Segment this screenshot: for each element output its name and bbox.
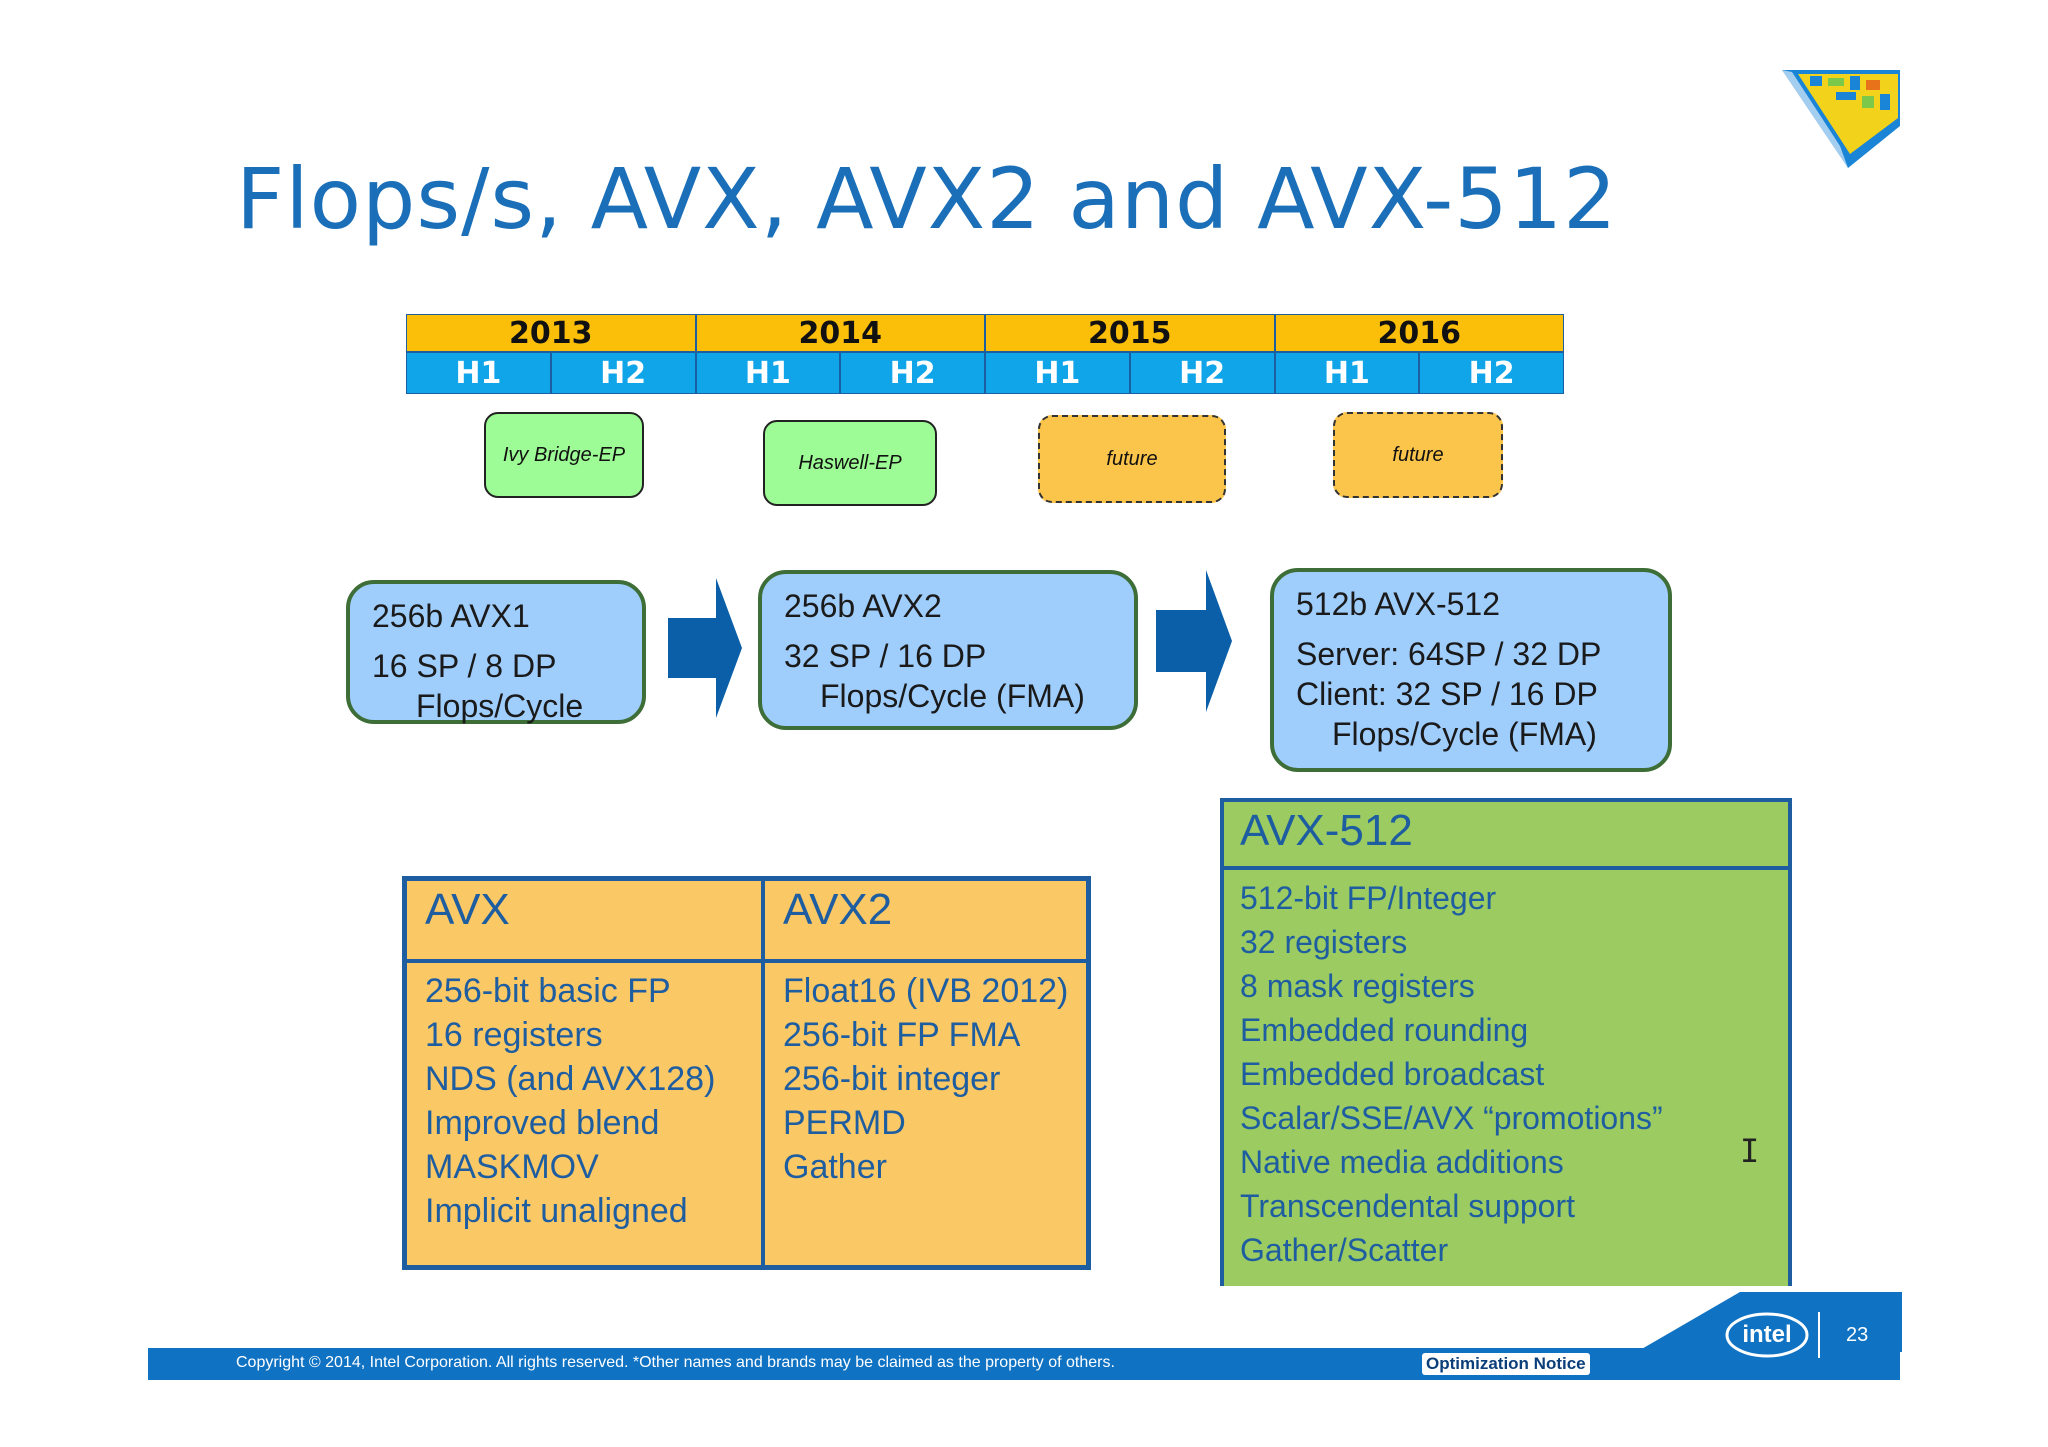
avx2-feature-item: Gather	[783, 1148, 887, 1186]
timeline-half: H2	[550, 352, 696, 394]
text-cursor-icon: I	[1740, 1132, 1760, 1170]
avx512-feature-item: Transcendental support	[1240, 1188, 1576, 1224]
timeline-year: 2016	[1274, 314, 1564, 352]
footer-separator	[1818, 1312, 1820, 1358]
flop-box-avx1: 256b AVX1 16 SP / 8 DP Flops/Cycle	[346, 580, 646, 724]
timeline-half: H1	[406, 352, 551, 394]
page-number: 23	[1846, 1324, 1869, 1346]
footer-bar	[148, 1348, 1900, 1380]
avx512-table-header: AVX-512	[1224, 802, 1788, 870]
timeline-half: H2	[840, 352, 985, 394]
timeline-half: H2	[1419, 352, 1564, 394]
timeline-half: H1	[1274, 352, 1420, 394]
avx2-feature-item: PERMD	[783, 1104, 906, 1142]
flop-box-line: Server: 64SP / 32 DP	[1296, 636, 1602, 672]
processor-future-2016: future	[1333, 412, 1503, 498]
timeline-year: 2013	[406, 314, 696, 352]
timeline: 2013 2014 2015 2016 H1 H2 H1 H2 H1 H2 H1…	[406, 314, 1564, 394]
timeline-half: H2	[1129, 352, 1275, 394]
avx512-table: AVX-512 512-bit FP/Integer 32 registers …	[1220, 798, 1792, 1286]
avx-feature-item: 16 registers	[425, 1016, 603, 1054]
avx512-feature-item: 32 registers	[1240, 924, 1408, 960]
flop-box-line: Flops/Cycle (FMA)	[1332, 716, 1597, 752]
avx2-column-header: AVX2	[765, 881, 1086, 963]
arrow-right-icon	[1156, 570, 1232, 712]
flop-box-line: Flops/Cycle	[416, 688, 584, 724]
processor-future-2015: future	[1038, 415, 1226, 503]
corner-logo-icon	[1782, 70, 1900, 168]
avx512-feature-item: Scalar/SSE/AVX “promotions”	[1240, 1100, 1663, 1136]
flop-box-line: 32 SP / 16 DP	[784, 638, 987, 674]
optimization-notice-link[interactable]: Optimization Notice	[1422, 1353, 1590, 1375]
processor-haswell-ep: Haswell-EP	[763, 420, 937, 506]
flop-box-header: 256b AVX1	[372, 598, 530, 634]
arrow-right-icon	[668, 578, 742, 718]
avx2-feature-item: Float16 (IVB 2012)	[783, 972, 1069, 1010]
slide-title: Flops/s, AVX, AVX2 and AVX-512	[236, 150, 1618, 248]
footer-wedge	[1640, 1292, 1902, 1352]
avx512-feature-item: Gather/Scatter	[1240, 1232, 1449, 1268]
avx512-feature-item: Native media additions	[1240, 1144, 1564, 1180]
avx2-feature-item: 256-bit integer	[783, 1060, 1001, 1098]
flop-box-line: Client: 32 SP / 16 DP	[1296, 676, 1598, 712]
timeline-half: H1	[985, 352, 1130, 394]
processor-ivy-bridge-ep: Ivy Bridge-EP	[484, 412, 644, 498]
avx-column: AVX 256-bit basic FP 16 registers NDS (a…	[407, 881, 765, 1265]
timeline-year: 2015	[985, 314, 1275, 352]
timeline-half: H1	[695, 352, 841, 394]
flop-box-line: 16 SP / 8 DP	[372, 648, 557, 684]
timeline-year: 2014	[695, 314, 985, 352]
avx512-feature-item: 8 mask registers	[1240, 968, 1475, 1004]
avx-feature-item: NDS (and AVX128)	[425, 1060, 716, 1098]
avx2-feature-item: 256-bit FP FMA	[783, 1016, 1021, 1054]
intel-logo-text: intel	[1742, 1321, 1791, 1348]
flop-box-avx2: 256b AVX2 32 SP / 16 DP Flops/Cycle (FMA…	[758, 570, 1138, 730]
flop-box-header: 512b AVX-512	[1296, 586, 1501, 622]
avx512-feature-item: 512-bit FP/Integer	[1240, 880, 1497, 916]
flop-box-line: Flops/Cycle (FMA)	[820, 678, 1085, 714]
intel-logo-icon: intel	[1725, 1312, 1809, 1358]
flop-box-avx512: 512b AVX-512 Server: 64SP / 32 DP Client…	[1270, 568, 1672, 772]
timeline-halves: H1 H2 H1 H2 H1 H2 H1 H2	[406, 352, 1564, 394]
avx-column-header: AVX	[407, 881, 761, 963]
avx-feature-item: 256-bit basic FP	[425, 972, 671, 1010]
avx-feature-item: MASKMOV	[425, 1148, 599, 1186]
copyright-text: Copyright © 2014, Intel Corporation. All…	[236, 1354, 1115, 1371]
timeline-years: 2013 2014 2015 2016	[406, 314, 1564, 352]
avx2-column: AVX2 Float16 (IVB 2012) 256-bit FP FMA 2…	[765, 881, 1086, 1265]
avx-avx2-table: AVX 256-bit basic FP 16 registers NDS (a…	[402, 876, 1091, 1270]
flop-box-header: 256b AVX2	[784, 588, 942, 624]
avx-feature-item: Improved blend	[425, 1104, 660, 1142]
avx512-feature-item: Embedded rounding	[1240, 1012, 1529, 1048]
avx512-feature-item: Embedded broadcast	[1240, 1056, 1545, 1092]
avx-feature-item: Implicit unaligned	[425, 1192, 688, 1230]
